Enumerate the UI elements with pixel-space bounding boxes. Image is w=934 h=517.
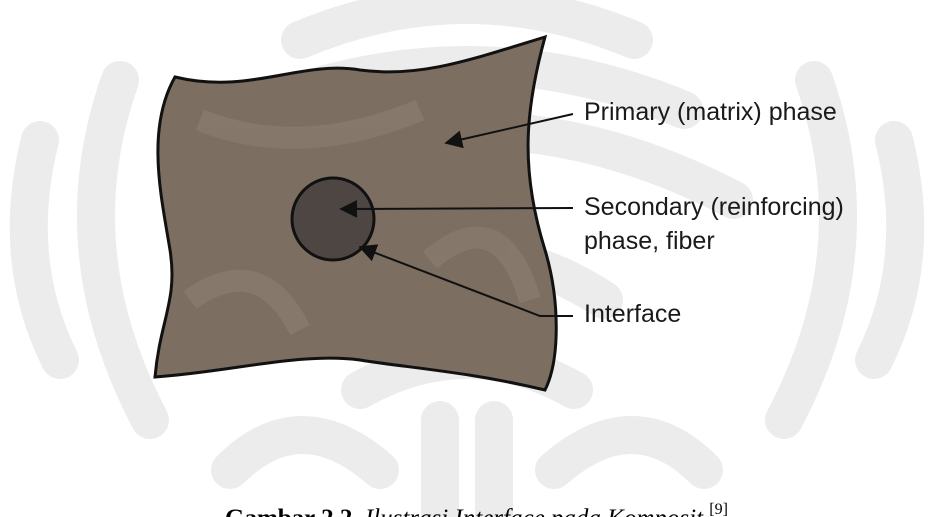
- secondary-phase-label-line1: Secondary (reinforcing): [584, 192, 844, 222]
- secondary-leader-line: [341, 208, 573, 209]
- interface-label: Interface: [584, 299, 681, 329]
- primary-phase-label: Primary (matrix) phase: [584, 97, 837, 127]
- caption-title: Ilustrasi Interface pada Komposit: [359, 505, 703, 517]
- secondary-phase-label-line2: phase, fiber: [584, 226, 715, 256]
- caption-reference: [9]: [709, 501, 728, 517]
- caption-figure-number: Gambar 2.2.: [225, 505, 359, 517]
- figure-caption: Gambar 2.2. Ilustrasi Interface pada Kom…: [225, 490, 845, 517]
